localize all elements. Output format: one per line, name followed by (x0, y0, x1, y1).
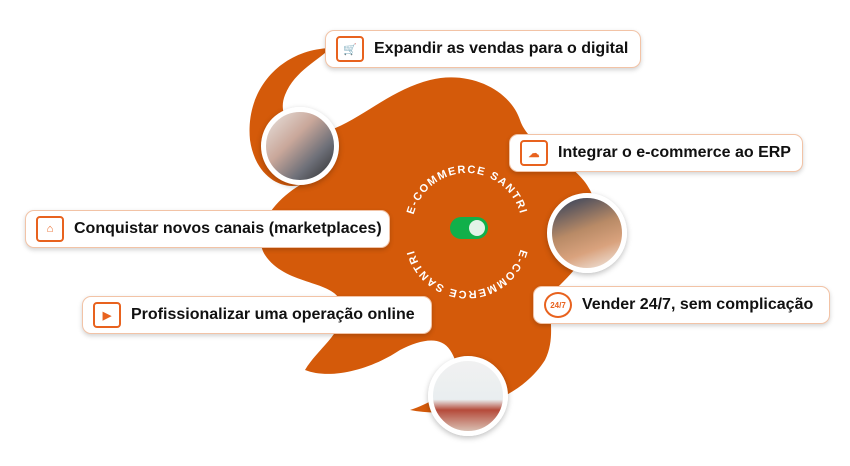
item-label: Conquistar novos canais (marketplaces) (74, 220, 382, 237)
item-label: Integrar o e-commerce ao ERP (558, 144, 791, 161)
item-expandir-vendas: 🛒 Expandir as vendas para o digital (325, 30, 641, 68)
item-vender-24-7: 24/7 Vender 24/7, sem complicação (533, 286, 830, 324)
network-cloud-icon: ☁ (520, 140, 548, 166)
store-shelves-photo (261, 107, 339, 185)
clock-24-7-icon: 24/7 (544, 292, 572, 318)
ecommerce-toggle[interactable] (450, 217, 488, 239)
laptop-dashboard-photo (428, 356, 508, 436)
item-conquistar-canais: ⌂ Conquistar novos canais (marketplaces) (25, 210, 390, 248)
boxes-sale-photo (547, 193, 627, 273)
monitor-cart-icon: 🛒 (336, 36, 364, 62)
item-label: Expandir as vendas para o digital (374, 40, 629, 57)
video-monitor-icon: ▶ (93, 302, 121, 328)
item-integrar-erp: ☁ Integrar o e-commerce ao ERP (509, 134, 803, 172)
toggle-knob (469, 220, 485, 236)
item-label: Profissionalizar uma operação online (131, 306, 415, 323)
item-profissionalizar: ▶ Profissionalizar uma operação online (82, 296, 432, 334)
item-label: Vender 24/7, sem complicação (582, 296, 814, 313)
storefront-icon: ⌂ (36, 216, 64, 242)
